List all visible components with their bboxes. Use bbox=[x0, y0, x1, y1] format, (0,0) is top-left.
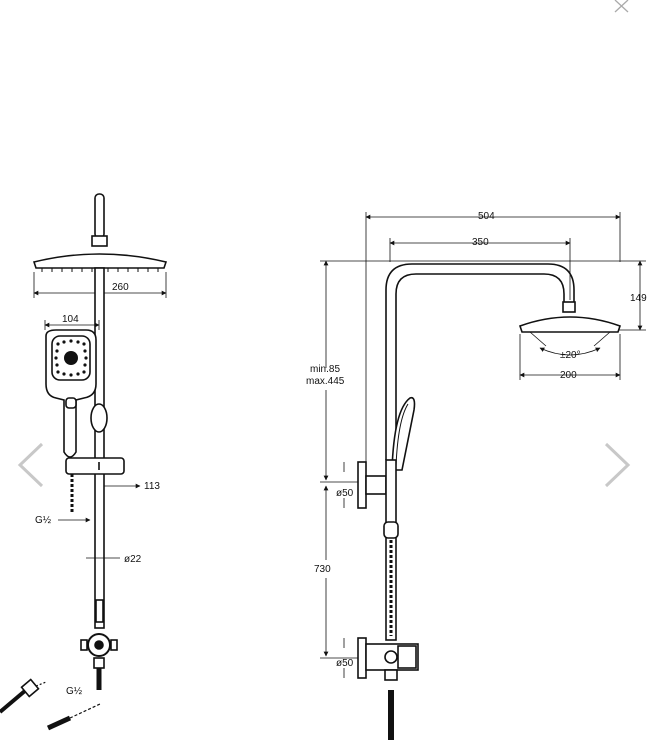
dim-bar-offset: 113 bbox=[144, 481, 160, 492]
side-view bbox=[320, 212, 646, 740]
front-slider bbox=[65, 457, 125, 475]
close-icon bbox=[614, 0, 629, 13]
next-image-button[interactable] bbox=[600, 440, 636, 490]
side-view-labels: 504 350 149 ±20° 200 min.85 max.445 ø50 … bbox=[306, 211, 647, 669]
front-view-labels: 260 104 113 G½ ø22 G½ bbox=[35, 282, 160, 697]
dim-column-height: 730 bbox=[314, 564, 331, 575]
dim-height-min: min.85 bbox=[310, 364, 340, 375]
front-slider-knob bbox=[90, 403, 108, 433]
dim-bar-diameter: ø22 bbox=[124, 554, 142, 565]
front-supply-pipe-left bbox=[0, 688, 28, 714]
close-button[interactable] bbox=[612, 0, 632, 14]
dim-head-width: 200 bbox=[560, 370, 577, 381]
front-view bbox=[0, 193, 168, 731]
side-wall-bracket-bottom bbox=[357, 637, 367, 679]
dim-head-diameter: 260 bbox=[112, 282, 129, 293]
dim-height-max: max.445 bbox=[306, 376, 345, 387]
dim-thread-top: G½ bbox=[35, 515, 52, 526]
chevron-right-icon bbox=[604, 442, 631, 488]
dim-thread-bottom: G½ bbox=[66, 686, 83, 697]
dim-arm-reach: 350 bbox=[472, 237, 489, 248]
chevron-left-icon bbox=[17, 442, 44, 488]
side-wall-bracket-top bbox=[357, 461, 367, 509]
previous-image-button[interactable] bbox=[12, 440, 48, 490]
front-shower-head bbox=[32, 253, 168, 269]
side-hand-shower bbox=[391, 396, 416, 471]
front-riser-bar bbox=[94, 267, 105, 629]
dim-tilt-angle: ±20° bbox=[560, 350, 581, 361]
front-supply-pipe-right bbox=[46, 715, 72, 731]
side-shower-head bbox=[518, 316, 622, 333]
side-arm bbox=[385, 263, 575, 460]
dim-wall-bracket-bottom: ø50 bbox=[336, 658, 354, 669]
dim-head-height: 149 bbox=[630, 293, 647, 304]
front-arm bbox=[94, 193, 105, 239]
dim-hand-shower-width: 104 bbox=[62, 314, 79, 325]
dim-total-reach: 504 bbox=[478, 211, 495, 222]
dim-wall-bracket-top: ø50 bbox=[336, 488, 354, 499]
